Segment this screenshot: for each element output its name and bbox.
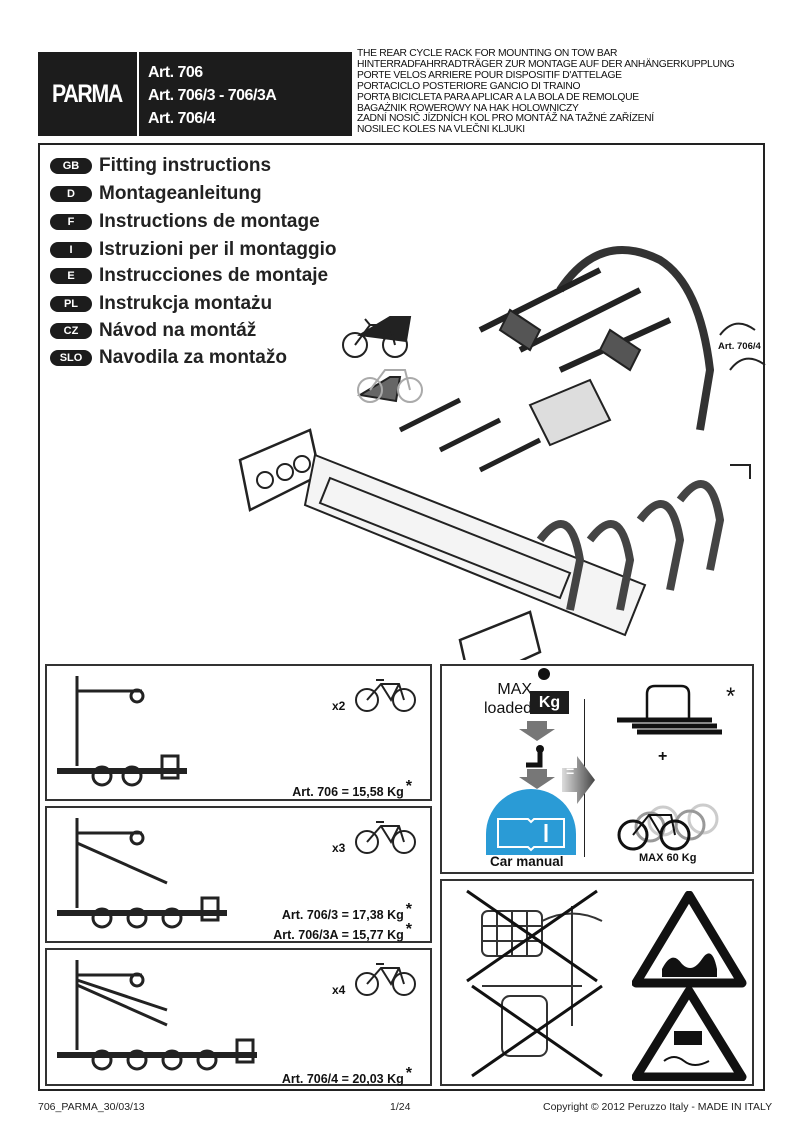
language-item: PL Instrukcja montażu [50, 293, 272, 315]
language-code-badge: I [50, 242, 92, 258]
weight-text: Art. 706/3A = 15,77 Kg [273, 928, 404, 943]
article-number: Art. 706/4 [148, 110, 216, 127]
description-line: PORTA BICICLETA PARA APLICAR A LA BOLA D… [357, 91, 639, 103]
cycle-rack-icon [617, 684, 722, 735]
load-panel: MAX loaded Kg Car manual = * + MAX 60 Kg [440, 664, 754, 874]
header-block: PARMA Art. 706 Art. 706/3 - 706/3A Art. … [38, 52, 352, 136]
weight-text: Art. 706/4 = 20,03 Kg [281, 1072, 404, 1087]
bike-count: x3 [332, 841, 346, 855]
asterisk: * [726, 683, 736, 710]
max-loaded-label: MAX loaded [484, 680, 532, 718]
variant-callout: Art. 706/4 [718, 341, 761, 352]
description-line: ZADNÍ NOSIČ JÍZDNÍCH KOL PRO MONTÁŽ NA T… [357, 113, 654, 125]
loaded-text: loaded [484, 700, 533, 717]
asterisk: * [405, 901, 412, 918]
rack-side-view [57, 676, 187, 787]
weight-label: Art. 706/3 = 17,38 Kg* [282, 901, 412, 922]
equals-arrow [562, 756, 595, 804]
no-basket-no-child-seat-icon [466, 889, 603, 1078]
language-item: D Montageanleitung [50, 183, 262, 205]
car-manual-icon [486, 789, 576, 855]
language-code-badge: GB [50, 158, 92, 174]
description-line: PORTACICLO POSTERIORE GANCIO DI TRAINO [357, 80, 581, 92]
language-title: Navodila za montažo [99, 347, 287, 368]
weight-label: Art. 706/4 = 20,03 Kg* [282, 1065, 412, 1086]
asterisk: * [405, 778, 412, 795]
language-title: Instrucciones de montaje [99, 265, 329, 286]
bicycle-icon [355, 679, 416, 712]
language-item: F Instructions de montage [50, 211, 320, 233]
weight-label: Art. 706/3A = 15,77 Kg* [273, 921, 412, 942]
plus-sign: + [658, 748, 668, 765]
language-code-badge: PL [50, 296, 92, 312]
copyright: Copyright © 2012 Peruzzo Italy - MADE IN… [543, 1101, 773, 1113]
weight-icon [538, 668, 550, 680]
warnings-panel [440, 879, 754, 1086]
language-title: Fitting instructions [99, 155, 272, 176]
bicycle-icon [355, 821, 416, 854]
divider [137, 52, 139, 136]
language-code-badge: CZ [50, 323, 92, 339]
language-title: Montageanleitung [99, 183, 262, 204]
bike-count: x4 [332, 983, 346, 997]
brand-logo: PARMA [52, 80, 123, 108]
rack-side-view [57, 960, 257, 1071]
warning-signs [632, 891, 747, 1081]
language-code-badge: SLO [50, 350, 92, 366]
kg-weight-icon: Kg [530, 691, 569, 714]
description-line: THE REAR CYCLE RACK FOR MOUNTING ON TOW … [357, 48, 618, 59]
language-code-badge: E [50, 268, 92, 284]
document-code: 706_PARMA_30/03/13 [38, 1101, 145, 1113]
page-number: 1/24 [390, 1101, 411, 1113]
max-weight-label: MAX 60 Kg [639, 852, 697, 864]
description-line: BAGAŻNIK ROWEROWY NA HAK HOLOWNICZY [357, 102, 579, 114]
equals-sign: = [566, 763, 575, 779]
language-title: Návod na montáž [99, 320, 257, 341]
weight-label: Art. 706 = 15,58 Kg* [292, 778, 412, 799]
language-item: GB Fitting instructions [50, 155, 271, 177]
product-descriptions: THE REAR CYCLE RACK FOR MOUNTING ON TOW … [357, 48, 735, 136]
description-line: HINTERRADFAHRRADTRÄGER ZUR MONTAGE AUF D… [357, 58, 735, 70]
language-title: Instructions de montage [99, 211, 320, 232]
weight-text: Art. 706/3 = 17,38 Kg [281, 908, 404, 923]
asterisk: * [405, 921, 412, 938]
language-item: E Instrucciones de montaje [50, 265, 328, 287]
asterisk: * [405, 1065, 412, 1082]
model-panel-706-3: x3 Art. 706/3 = 17,38 Kg* Art. 706/3A = … [45, 806, 432, 943]
language-code-badge: D [50, 186, 92, 202]
weight-icon [357, 316, 412, 343]
max-text: MAX [497, 681, 533, 698]
tow-bar-arrows [519, 721, 555, 789]
language-code-badge: F [50, 214, 92, 230]
language-item: SLO Navodila za montažo [50, 347, 287, 369]
rack-side-view [57, 818, 227, 929]
language-item: I Istruzioni per il montaggio [50, 239, 337, 261]
article-number: Art. 706 [148, 64, 203, 81]
car-manual-label: Car manual [490, 854, 564, 869]
description-line: PORTE VELOS ARRIERE POUR DISPOSITIF D'AT… [357, 69, 622, 81]
language-title: Instrukcja montażu [99, 293, 273, 314]
article-number: Art. 706/3 - 706/3A [148, 87, 277, 104]
model-panel-706-4: x4 Art. 706/4 = 20,03 Kg* [45, 948, 432, 1086]
bike-count: x2 [332, 699, 346, 713]
bicycle-icon [355, 963, 416, 996]
description-line: NOSILEC KOLES NA VLEČNI KLJUKI [357, 124, 525, 136]
weight-text: Art. 706 = 15,58 Kg [292, 785, 404, 800]
model-panel-706: x2 Art. 706 = 15,58 Kg* [45, 664, 432, 801]
bicycles-icon [617, 803, 719, 851]
rack-illustration [238, 246, 766, 660]
language-item: CZ Návod na montáž [50, 320, 256, 342]
language-title: Istruzioni per il montaggio [99, 239, 337, 260]
